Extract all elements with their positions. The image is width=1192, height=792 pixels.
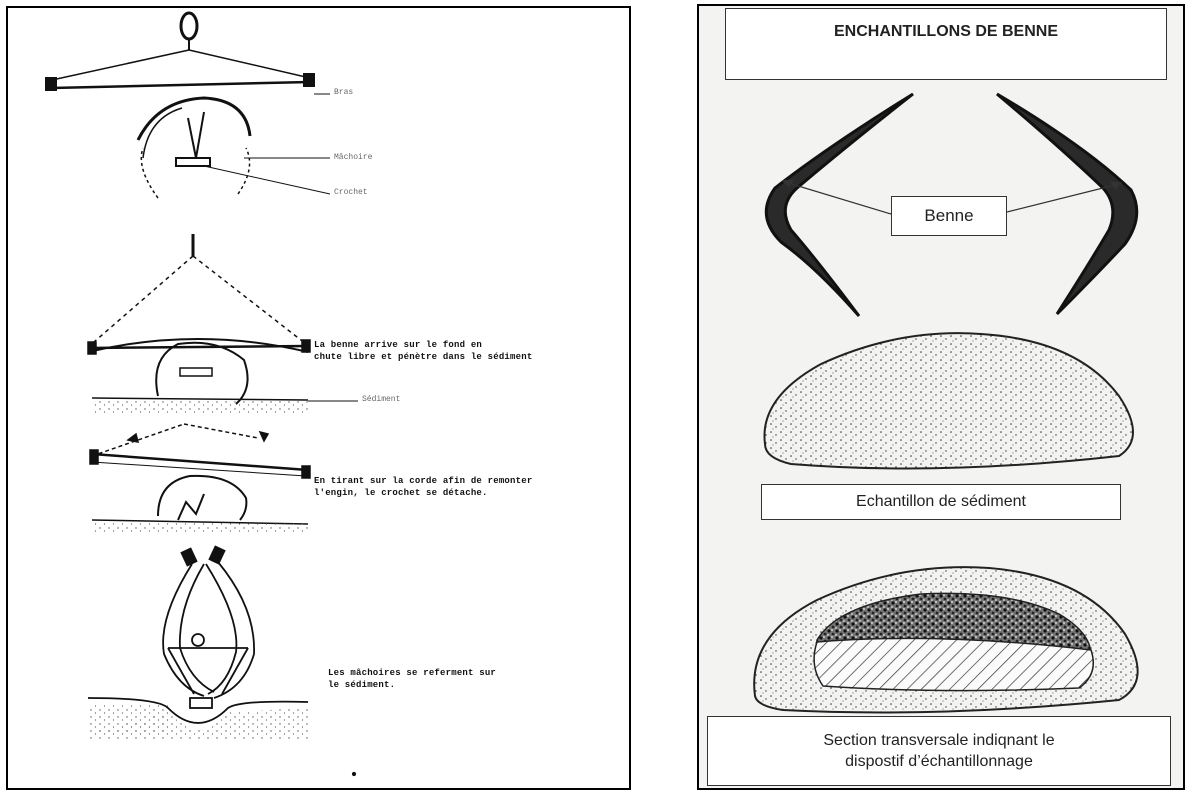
panel-title: ENCHANTILLONS DE BENNE [834,23,1058,41]
step3-text-line2: le sédiment. [328,679,395,691]
right-jaw [997,94,1137,314]
section-label-box: Section transversale indiqnant le dispos… [707,716,1171,786]
stage-3-hook-release [90,424,310,534]
stage-1-grab-open [46,13,330,198]
label-sediment: Sédiment [362,395,400,404]
title-box: ENCHANTILLONS DE BENNE [725,8,1167,80]
label-crochet: Crochet [334,188,368,197]
label-machoire: Mâchoire [334,153,372,162]
step3-text-line1: Les mâchoires se referment sur [328,667,496,679]
section-hatched-layer [814,638,1093,690]
label-bras: Bras [334,88,353,97]
grab-sample-drawing [699,6,1183,788]
stage-2-grab-landing [88,234,358,414]
step1-text-line1: La benne arrive sur le fond en [314,339,482,351]
grab-operation-panel: Bras Mâchoire Crochet La benne arrive su… [6,6,631,790]
sediment-label-box: Echantillon de sédiment [761,484,1121,520]
grab-operation-drawing [8,8,629,788]
stage-4-jaws-closed [88,547,355,776]
step1-text-line2: chute libre et pénètre dans le sédiment [314,351,532,363]
step2-text-line1: En tirant sur la corde afin de remonter [314,475,532,487]
grab-sample-panel: ENCHANTILLONS DE BENNE Benne Echantillon… [697,4,1185,790]
benne-label-box: Benne [891,196,1007,236]
sediment-sample-label: Echantillon de sédiment [856,493,1026,511]
benne-label: Benne [924,206,973,226]
section-label-line2: dispostif d’échantillonnage [845,751,1033,772]
section-label-line1: Section transversale indiqnant le [823,730,1054,751]
step2-text-line2: l'engin, le crochet se détache. [314,487,488,499]
sediment-sample [764,333,1133,468]
